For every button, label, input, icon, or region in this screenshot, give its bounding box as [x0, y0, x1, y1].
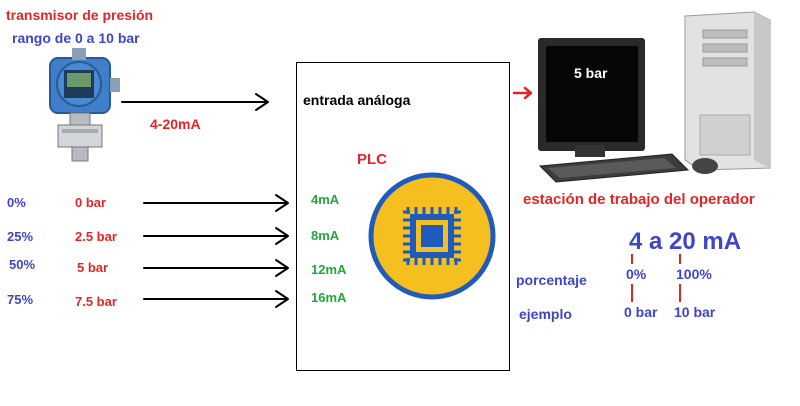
transmitter-range: rango de 0 a 10 bar	[12, 30, 140, 46]
scale-heading: 4 a 20 mA	[629, 228, 742, 255]
plc-input-16ma: 16mA	[311, 290, 347, 305]
scale-min-value: 0 bar	[624, 304, 658, 320]
plc-input-4ma: 4mA	[311, 192, 340, 207]
pressure-label-50: 5 bar	[77, 260, 109, 275]
scale-max-percent: 100%	[676, 266, 712, 282]
scale-min-percent: 0%	[626, 266, 647, 282]
plc-input-12ma: 12mA	[311, 262, 347, 277]
pressure-label-25: 2.5 bar	[75, 229, 117, 244]
pressure-label-0: 0 bar	[75, 195, 107, 210]
pressure-label-75: 7.5 bar	[75, 294, 117, 309]
workstation-screen-value: 5 bar	[574, 65, 608, 81]
plc-input-8ma: 8mA	[311, 228, 340, 243]
workstation-caption: estación de trabajo del operador	[523, 191, 755, 208]
transmitter-title: transmisor de presión	[6, 7, 154, 23]
scale-example-row-label: ejemplo	[519, 306, 572, 322]
percent-label-75: 75%	[7, 292, 34, 307]
plc-box	[296, 62, 510, 371]
plc-label: PLC	[357, 151, 387, 168]
scale-max-value: 10 bar	[674, 304, 716, 320]
analog-input-label: entrada análoga	[303, 92, 411, 108]
scale-percent-row-label: porcentaje	[516, 272, 587, 288]
percent-label-0: 0%	[7, 195, 26, 210]
transmitter-signal-label: 4-20mA	[150, 116, 201, 132]
percent-label-50: 50%	[9, 257, 36, 272]
percent-label-25: 25%	[7, 229, 34, 244]
